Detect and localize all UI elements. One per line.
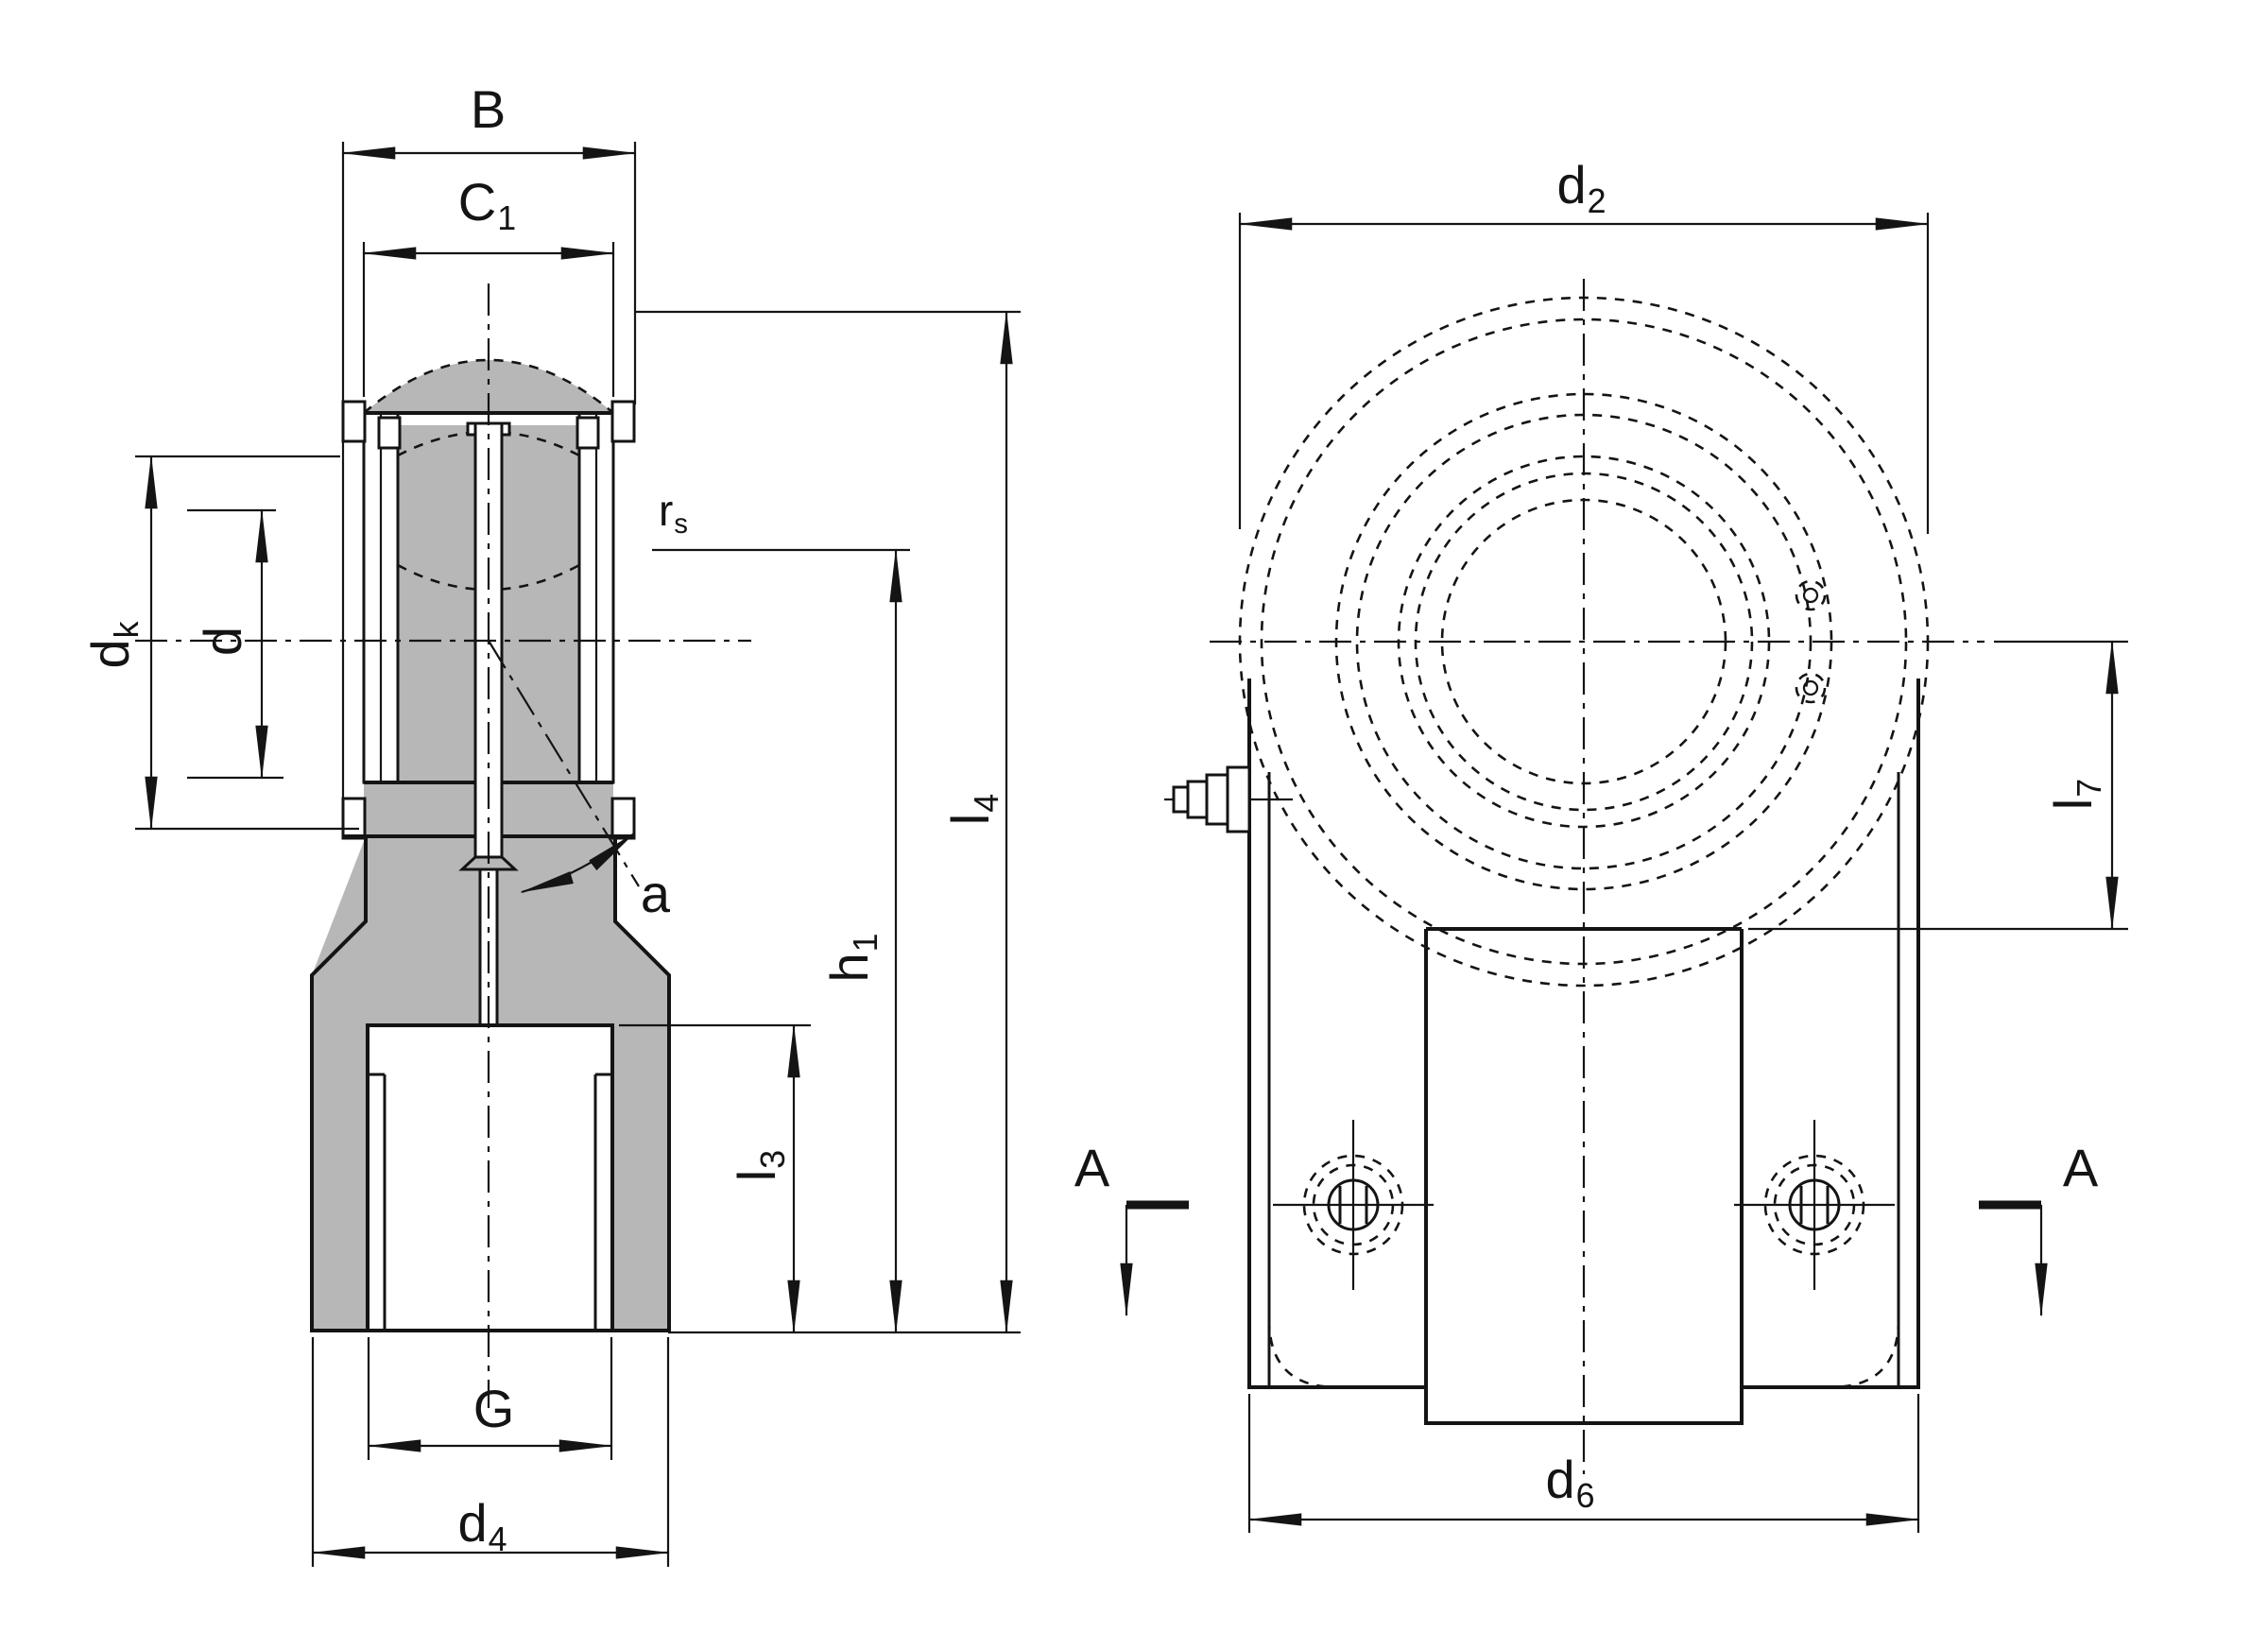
grease-nipple bbox=[1164, 765, 1293, 833]
dim-label-l4: l4 bbox=[940, 792, 1006, 826]
stake-tab-right bbox=[576, 416, 600, 450]
dim-d6 bbox=[1247, 1394, 1920, 1533]
dim-label-C1: C1 bbox=[457, 172, 518, 238]
dim-h1 bbox=[652, 548, 910, 1334]
front-view bbox=[1120, 213, 2128, 1533]
bolt-hole-left bbox=[1273, 1120, 1434, 1290]
dim-B bbox=[341, 142, 637, 829]
dim-l7 bbox=[1748, 640, 2128, 931]
lube-hole-top bbox=[1795, 579, 1827, 611]
dim-C1 bbox=[362, 242, 615, 397]
collar-top-right bbox=[610, 400, 636, 443]
lube-hole-bottom bbox=[1795, 672, 1827, 704]
collar-bottom-left bbox=[341, 797, 367, 840]
dim-label-dk: dk bbox=[80, 620, 146, 669]
dim-label-d6: d6 bbox=[1545, 1450, 1596, 1516]
fillet-arc-left bbox=[1267, 1318, 1338, 1389]
collar-top-left bbox=[341, 400, 367, 443]
dim-d2 bbox=[1238, 213, 1930, 534]
dim-G bbox=[367, 1337, 613, 1460]
angle-arc bbox=[520, 832, 636, 894]
dim-l3 bbox=[619, 1023, 811, 1334]
dim-label-h1: h1 bbox=[819, 932, 885, 983]
section-label-A-right: A bbox=[2062, 1138, 2100, 1197]
dim-dk bbox=[135, 455, 359, 831]
bolt-hole-right bbox=[1734, 1120, 1895, 1290]
dim-d4 bbox=[311, 1337, 670, 1567]
stake-tab-left bbox=[377, 416, 402, 450]
dim-label-d: d bbox=[193, 625, 252, 657]
dim-label-l7: l7 bbox=[2043, 777, 2109, 811]
side-section-view bbox=[135, 142, 1021, 1567]
dim-label-G: G bbox=[472, 1379, 516, 1438]
section-marker-right bbox=[1979, 1200, 2048, 1317]
dim-l4 bbox=[635, 310, 1021, 1334]
section-marker-left bbox=[1120, 1200, 1189, 1317]
housing-dome-arc bbox=[363, 358, 614, 414]
dim-d bbox=[187, 508, 284, 780]
dim-label-l3: l3 bbox=[727, 1148, 793, 1182]
dim-label-d2: d2 bbox=[1556, 155, 1607, 221]
dim-label-B: B bbox=[470, 79, 507, 139]
dim-label-d4: d4 bbox=[457, 1493, 508, 1559]
housing-body-outline bbox=[1247, 679, 1920, 1425]
dim-label-a: a bbox=[640, 864, 672, 923]
thread-cavity bbox=[366, 1023, 614, 1332]
section-label-A-left: A bbox=[1074, 1138, 1111, 1197]
collar-bottom-right bbox=[610, 797, 636, 840]
dim-label-rs: rs bbox=[658, 486, 690, 541]
fillet-arc-right bbox=[1830, 1318, 1900, 1389]
